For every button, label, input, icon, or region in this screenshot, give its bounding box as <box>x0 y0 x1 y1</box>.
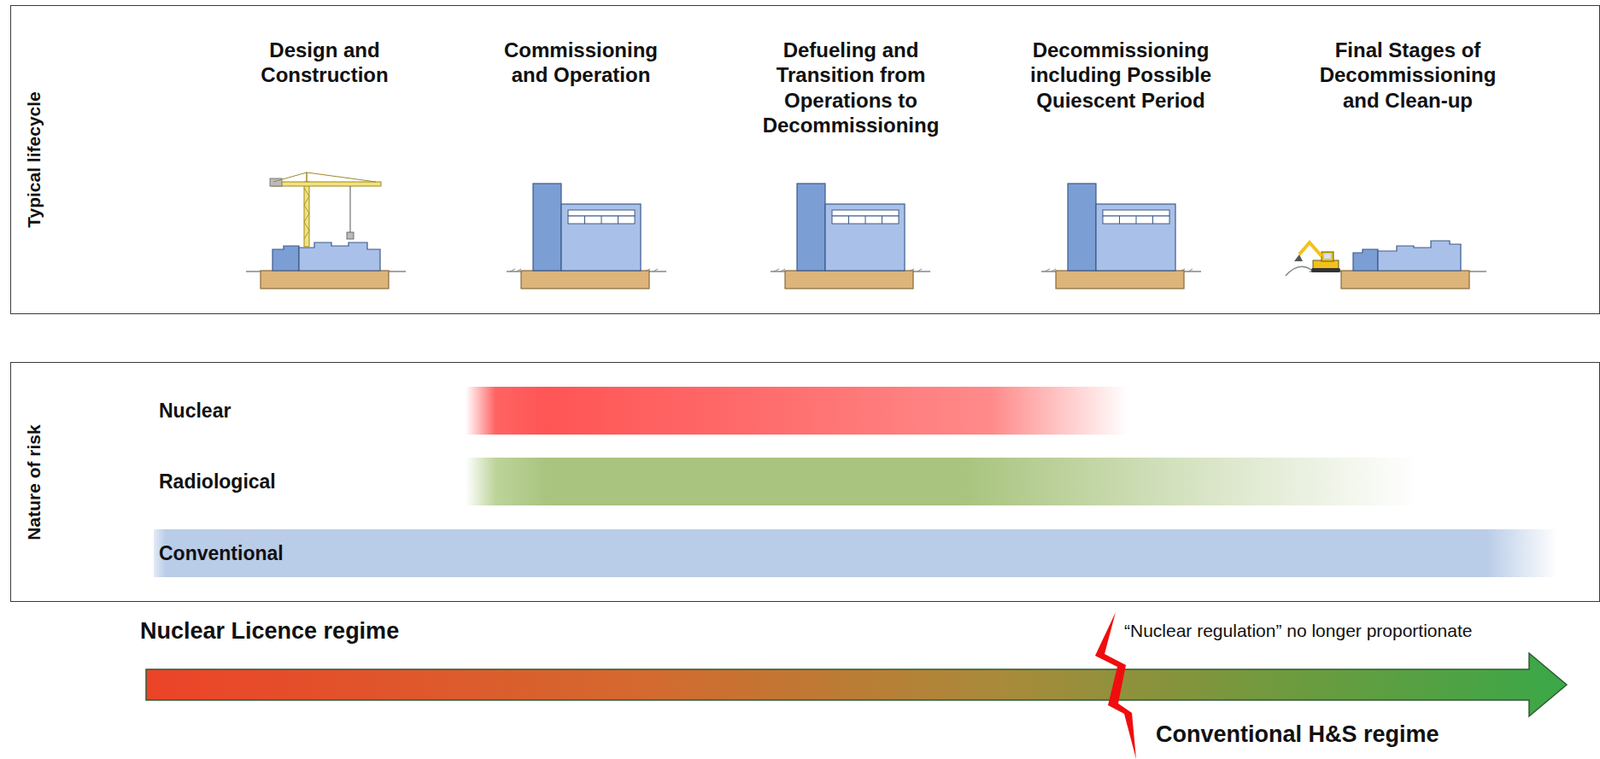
regime-note: “Nuclear regulation” no longer proportio… <box>1124 621 1472 642</box>
risk-name: Nuclear <box>153 399 231 423</box>
panel-title: Nature of risk <box>23 424 45 540</box>
regime-label: Conventional H&S regime <box>1155 721 1440 749</box>
risk-band: Nuclear <box>153 386 1129 435</box>
risk-band: Conventional <box>153 529 1558 578</box>
risk-panel: Nature of risk NuclearRadiologicalConvent… <box>10 362 1600 603</box>
stage-heading: Defueling and Transition from Operations… <box>748 37 954 138</box>
stage-heading: Decommissioning including Possible Quies… <box>1018 37 1224 113</box>
risk-name: Radiological <box>153 470 276 494</box>
stage-heading: Commissioning and Operation <box>489 37 674 88</box>
risk-band: Radiological <box>153 457 1419 506</box>
regime-label: Nuclear Licence regime <box>140 618 399 645</box>
panel-title: Typical lifecycle <box>23 91 45 229</box>
risk-name: Conventional <box>153 542 284 566</box>
stage-heading: Final Stages of Decommissioning and Clea… <box>1305 37 1511 113</box>
stage-heading: Design and Construction <box>233 37 417 88</box>
